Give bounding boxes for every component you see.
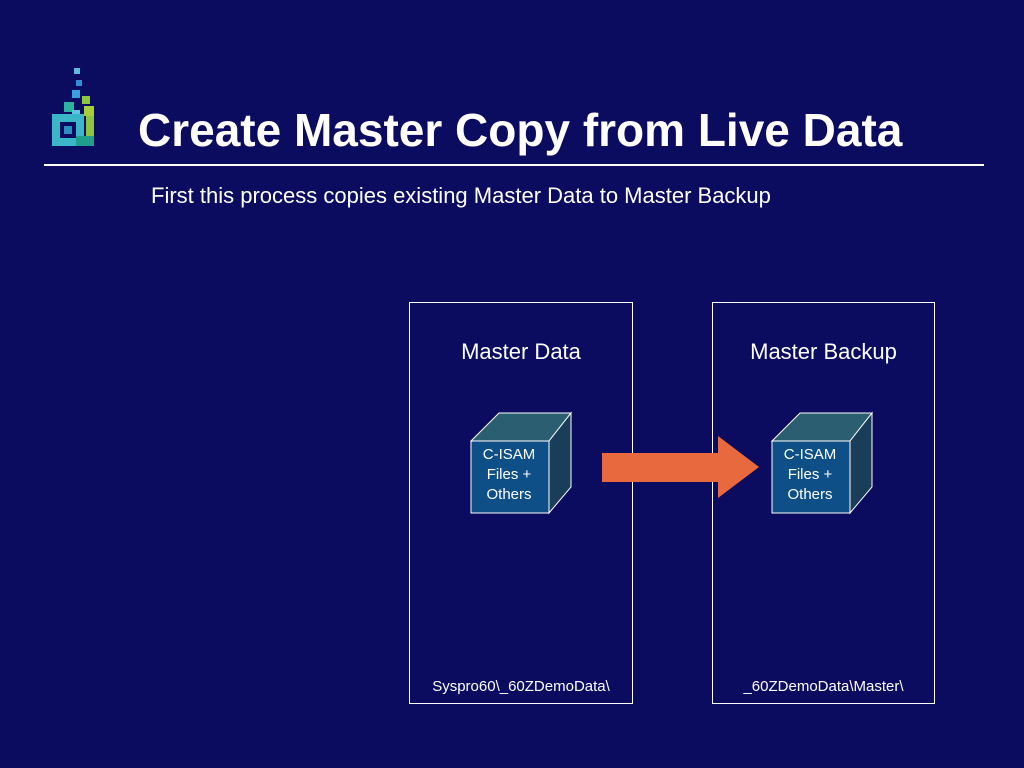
backup-files-label: C-ISAM Files + Others [772,445,848,505]
source-files-label: C-ISAM Files + Others [471,445,547,505]
logo-icon [52,68,94,146]
backup-files-cube: C-ISAM Files + Others [770,411,874,515]
master-data-path: Syspro60\_60ZDemoData\ [432,678,610,695]
cube-label-line: Files + [787,466,833,483]
master-backup-title: Master Backup [750,339,897,364]
master-backup-panel: Master Backup _60ZDemoData\Master\ [712,302,935,704]
copy-arrow-icon [602,436,759,498]
master-data-panel: Master Data Syspro60\_60ZDemoData\ [409,302,633,704]
title-divider [44,164,984,166]
slide-subtitle: First this process copies existing Maste… [151,183,771,208]
cube-label-line: C-ISAM [783,446,837,463]
cube-icon [469,411,573,515]
master-data-title: Master Data [461,339,581,364]
slide-title: Create Master Copy from Live Data [138,104,903,156]
cube-label-line: Files + [486,466,532,483]
cube-icon [770,411,874,515]
master-backup-path: _60ZDemoData\Master\ [743,678,904,695]
cube-label-line: Others [787,486,833,503]
cube-label-line: C-ISAM [482,446,536,463]
source-files-cube: C-ISAM Files + Others [469,411,573,515]
cube-label-line: Others [486,486,532,503]
